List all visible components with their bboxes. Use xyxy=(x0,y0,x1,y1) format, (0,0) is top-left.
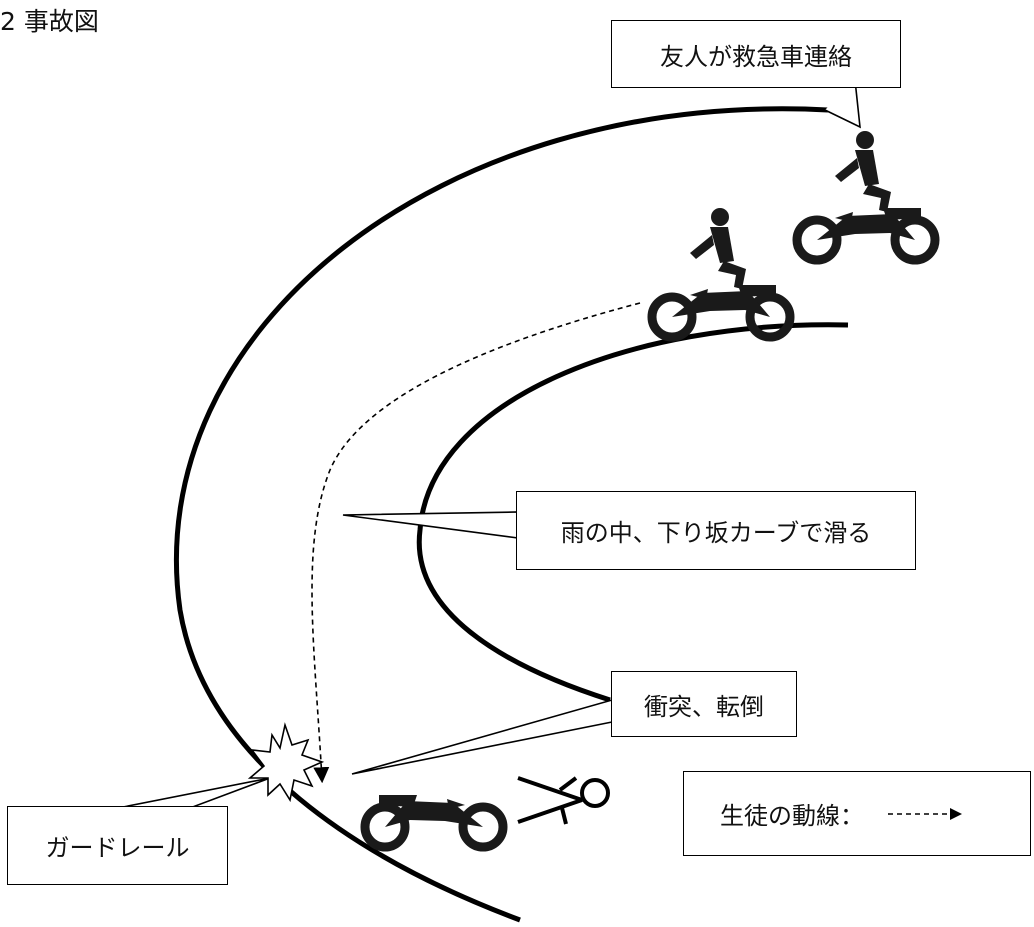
motorcycle-rider-1-icon xyxy=(797,131,935,260)
fallen-person-icon xyxy=(517,776,610,825)
guardrail-callout: ガードレール xyxy=(7,806,228,885)
legend-label: 生徒の動線： xyxy=(720,802,864,830)
road-outer-edge xyxy=(173,106,829,923)
legend-box: 生徒の動線： xyxy=(683,771,1031,856)
motorcycle-rider-2-icon xyxy=(652,208,790,337)
friend-call-callout: 友人が救急車連絡 xyxy=(611,20,901,88)
slip-pointer xyxy=(342,511,519,539)
legend-dashed-arrow-icon xyxy=(888,807,962,820)
student-path xyxy=(311,302,641,784)
slip-callout: 雨の中、下り坂カーブで滑る xyxy=(516,491,916,570)
friend-call-pointer xyxy=(824,79,861,129)
collision-burst-icon xyxy=(247,722,325,803)
collision-callout: 衝突、転倒 xyxy=(611,671,797,737)
collision-pointer xyxy=(351,698,613,775)
page-title: 2 事故図 xyxy=(0,7,99,36)
fallen-motorcycle-icon xyxy=(365,795,503,847)
guardrail-pointer xyxy=(117,777,271,809)
